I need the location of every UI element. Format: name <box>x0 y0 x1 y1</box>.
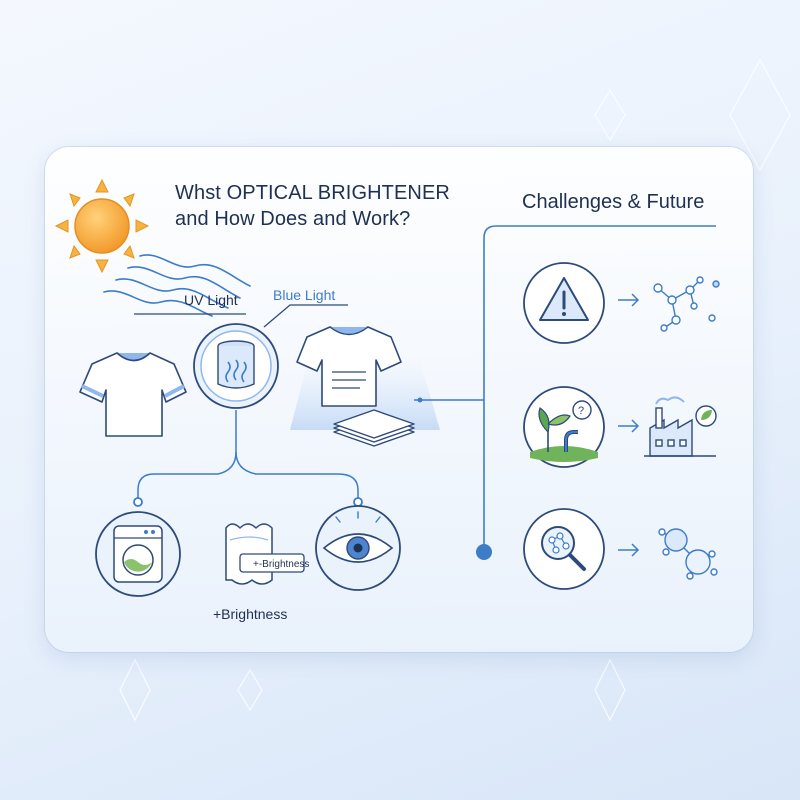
plant-pollution-icon: ? <box>523 386 605 468</box>
svg-text:?: ? <box>578 405 584 417</box>
molecule-icon <box>658 528 718 580</box>
title-line-2: and How Does and Work? <box>175 208 411 230</box>
title-line-1: Whst OPTICAL BRIGHTENER <box>175 182 450 204</box>
sun-icon <box>54 178 150 274</box>
eye-icon <box>315 505 401 591</box>
factory-icon <box>644 396 717 457</box>
uv-waves <box>103 254 251 317</box>
bright-shirt-icon <box>290 326 440 447</box>
blue-light-label: Blue Light <box>273 287 336 303</box>
challenges-title: Challenges & Future <box>522 191 705 213</box>
arrow-icon <box>618 419 640 433</box>
uv-light-label: UV Light <box>184 292 238 308</box>
magnifier-molecule-icon <box>523 508 605 590</box>
warning-icon <box>523 262 605 344</box>
timeline <box>476 225 716 560</box>
fabric-icon <box>225 523 305 585</box>
arrow-icon <box>618 543 640 557</box>
t-shirt-icon <box>79 352 187 437</box>
washing-machine-icon <box>95 511 181 597</box>
blue-underline <box>263 304 348 328</box>
brightness-chip-label: +-Brightness <box>253 559 310 570</box>
molecule-network-icon <box>653 276 720 332</box>
brightness-label: +Brightness <box>213 606 288 622</box>
branch-lines <box>137 410 359 500</box>
brightness-chip <box>239 553 305 573</box>
arrow-icon <box>618 293 640 307</box>
beaker-icon <box>193 323 279 409</box>
